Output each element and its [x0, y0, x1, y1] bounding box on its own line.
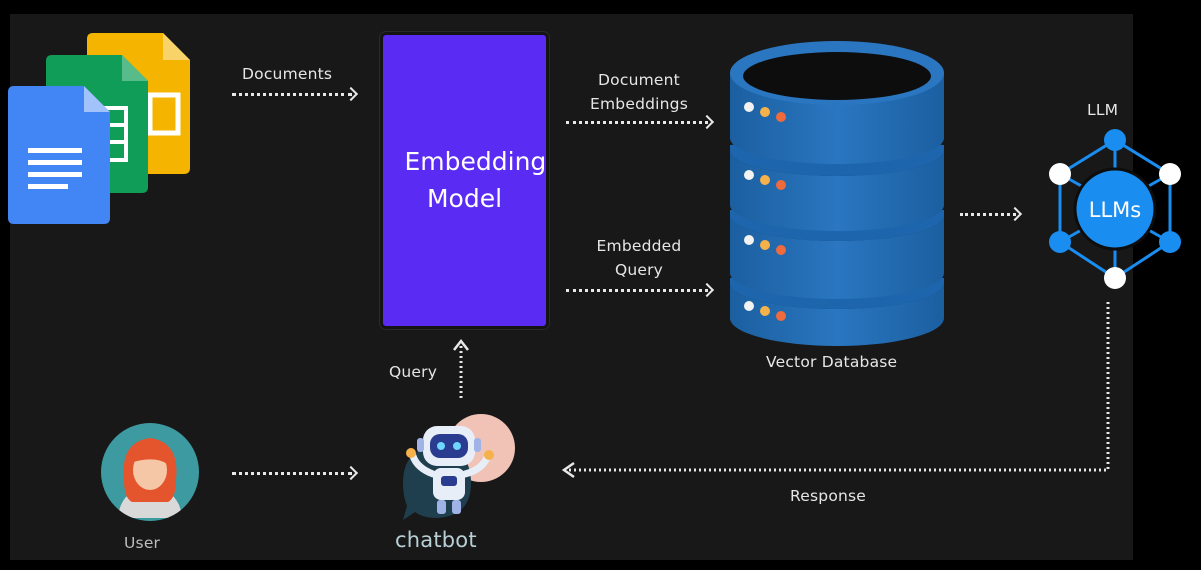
documents-label: Documents	[242, 65, 333, 83]
user-to-chatbot-arrow	[232, 472, 352, 475]
response-label: Response	[790, 487, 867, 505]
embedded-query-arrow	[566, 289, 708, 292]
user-avatar-icon	[101, 423, 199, 521]
document-embeddings-line1: Document	[598, 71, 680, 89]
query-label: Query	[389, 363, 438, 381]
google-docs-icon	[8, 86, 110, 224]
vector-database-label: Vector Database	[766, 353, 898, 371]
user-label: User	[124, 534, 161, 552]
document-embeddings-line2: Embeddings	[590, 95, 688, 114]
embedding-model-label: Embedding Model	[404, 147, 547, 213]
llm-label: LLM	[1087, 101, 1119, 119]
embedded-query-line1: Embedded	[596, 237, 682, 255]
embedded-query-label: Embedded Query	[584, 234, 694, 282]
database-status-lights	[744, 102, 786, 321]
robot-chatbot-icon	[403, 414, 515, 520]
database-to-llm-arrow	[960, 213, 1016, 216]
documents-arrow	[232, 93, 352, 96]
llms-text: LLMs	[1089, 198, 1141, 222]
database-cylinder-icon	[730, 41, 944, 346]
llm-network-icon: LLMs	[1049, 129, 1181, 289]
document-icons	[8, 33, 190, 224]
embedding-model-box: Embedding Model	[380, 32, 549, 329]
document-embeddings-label: Document Embeddings	[584, 68, 694, 116]
chatbot-label: chatbot	[395, 528, 477, 552]
document-embeddings-arrow	[566, 121, 708, 124]
embedded-query-line2: Query	[614, 261, 664, 280]
